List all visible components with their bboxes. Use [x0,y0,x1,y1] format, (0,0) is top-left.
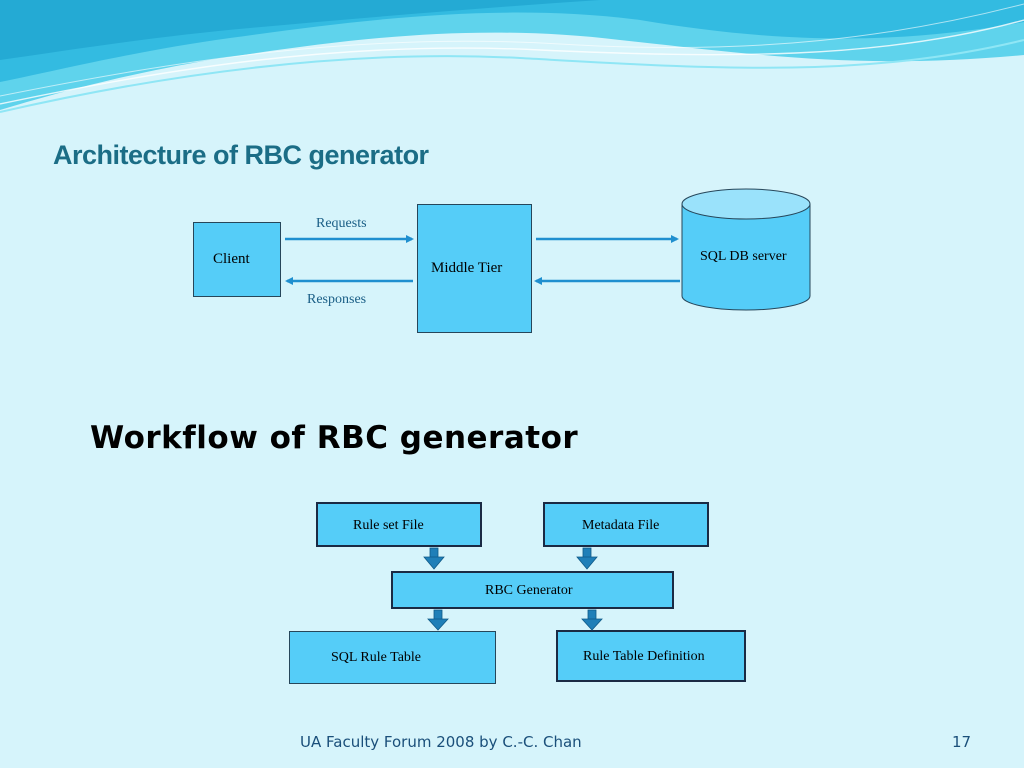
rule-table-definition-box: Rule Table Definition [556,630,746,682]
page-title: Architecture of RBC generator [53,140,429,170]
rbc-generator-label: RBC Generator [485,583,573,598]
middle-tier-box: Middle Tier [417,204,532,333]
db-server-label: SQL DB server [700,249,787,264]
footer-text: UA Faculty Forum 2008 by C.-C. Chan [300,733,582,751]
rule-set-file-box: Rule set File [316,502,482,547]
metadata-file-box: Metadata File [543,502,709,547]
workflow-title: Workflow of RBC generator [90,420,579,456]
rule-set-file-label: Rule set File [353,518,424,533]
client-label: Client [213,251,250,267]
client-box: Client [193,222,281,297]
page-number: 17 [952,733,972,751]
sql-rule-table-box: SQL Rule Table [289,631,496,684]
rbc-generator-box: RBC Generator [391,571,674,609]
requests-label: Requests [316,216,367,231]
sql-rule-table-label: SQL Rule Table [331,650,422,665]
metadata-file-label: Metadata File [582,518,660,533]
middle-tier-label: Middle Tier [431,260,503,276]
rule-table-definition-label: Rule Table Definition [583,649,705,664]
responses-label: Responses [307,292,367,307]
